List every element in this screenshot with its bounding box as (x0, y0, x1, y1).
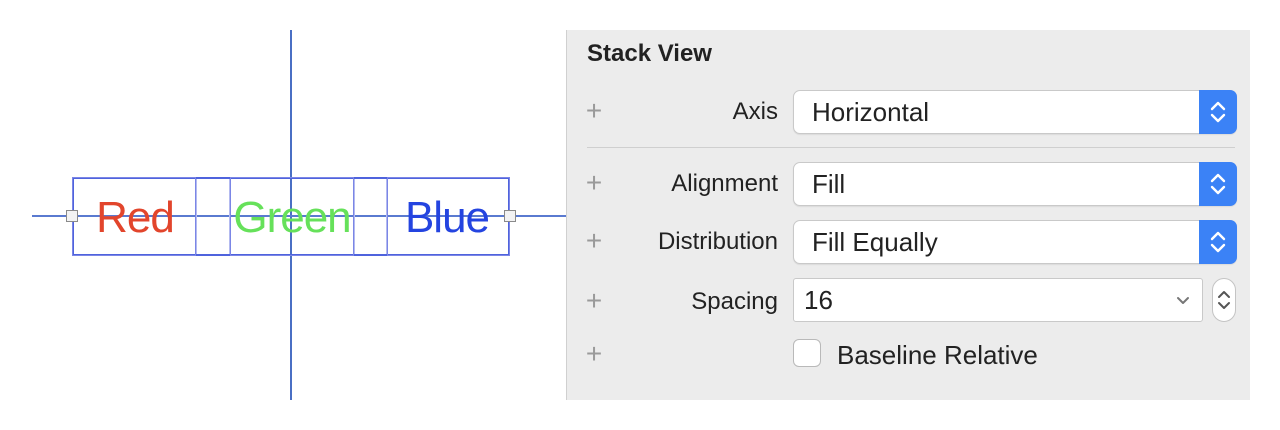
distribution-label: Distribution (657, 228, 778, 255)
spacing-stepper[interactable] (1212, 278, 1236, 322)
distribution-value: Fill Equally (812, 227, 938, 257)
alignment-popup[interactable]: Fill (793, 162, 1237, 206)
plus-icon[interactable]: + (585, 338, 603, 369)
alignment-label: Alignment (671, 170, 778, 197)
spacing-label: Spacing (691, 288, 778, 315)
section-title: Stack View (587, 40, 712, 67)
horizontal-center-guide (32, 215, 567, 217)
distribution-popup[interactable]: Fill Equally (793, 220, 1237, 264)
blue-label: Blue (404, 193, 490, 242)
alignment-value: Fill (812, 169, 846, 199)
plus-icon[interactable]: + (585, 167, 603, 198)
baseline-relative-label: Baseline Relative (837, 340, 1038, 370)
plus-icon[interactable]: + (585, 225, 603, 256)
baseline-relative-checkbox[interactable] (793, 339, 821, 367)
resize-handle-right[interactable] (504, 210, 516, 222)
spacing-gap (196, 179, 230, 254)
row-separator (587, 147, 1235, 148)
spacing-gap (354, 179, 387, 254)
spacing-combo-box[interactable]: 16 (793, 278, 1203, 322)
popup-arrows-icon (1199, 162, 1237, 206)
chevron-down-icon[interactable] (1172, 289, 1194, 311)
attributes-inspector: Stack View + Axis Horizontal + Alignment… (566, 30, 1250, 400)
popup-arrows-icon (1199, 220, 1237, 264)
axis-value: Horizontal (812, 97, 930, 127)
green-label-frame[interactable] (230, 177, 354, 256)
popup-arrows-icon (1199, 90, 1237, 134)
spacing-value: 16 (804, 285, 833, 315)
axis-popup[interactable]: Horizontal (793, 90, 1237, 134)
red-label: Red (96, 193, 175, 242)
plus-icon[interactable]: + (585, 95, 603, 126)
green-label: Green (233, 193, 351, 242)
interface-builder-canvas: Red Green Blue (0, 0, 567, 430)
axis-label: Axis (732, 98, 778, 125)
plus-icon[interactable]: + (585, 285, 603, 316)
resize-handle-left[interactable] (66, 210, 78, 222)
